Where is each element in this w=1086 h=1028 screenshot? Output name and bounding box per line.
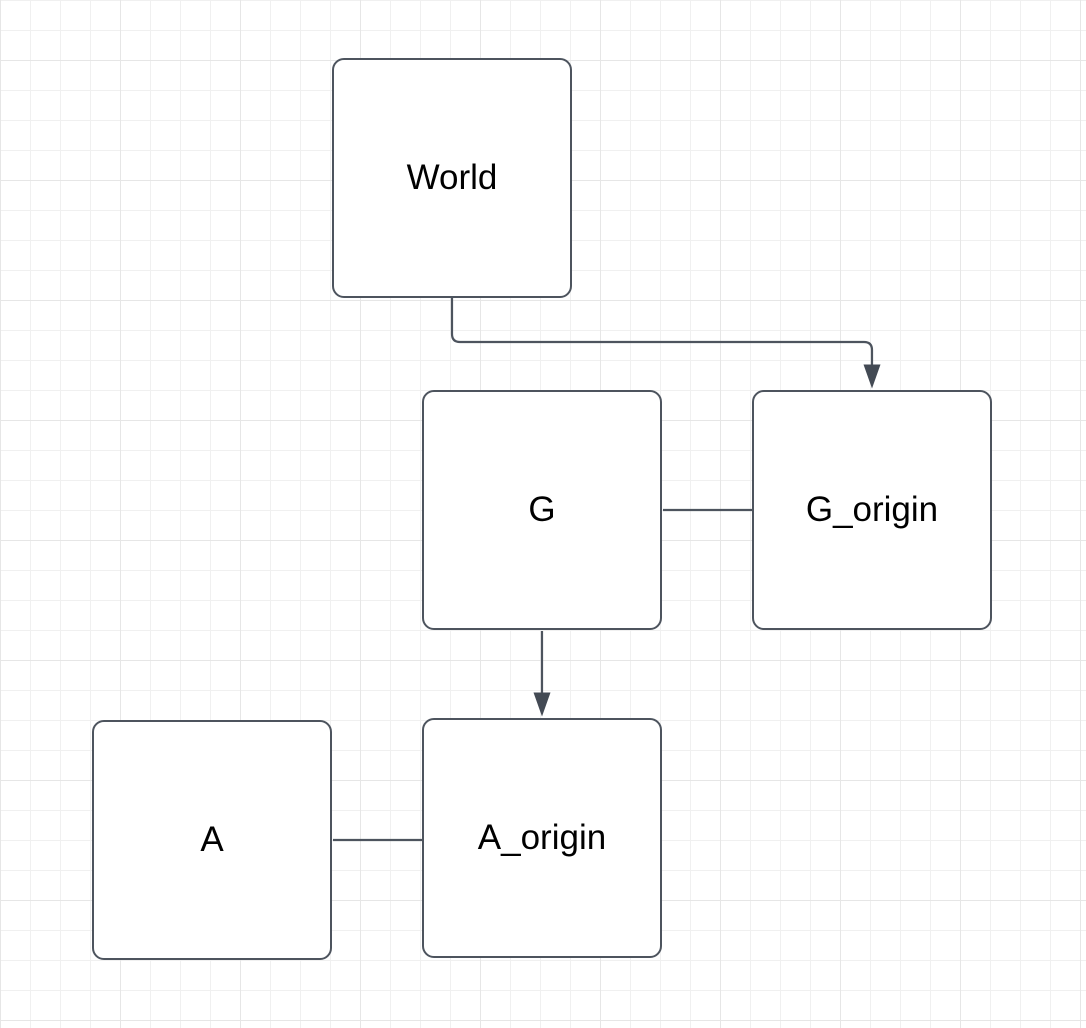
node-world[interactable]: World	[332, 58, 572, 298]
node-g[interactable]: G	[422, 390, 662, 630]
node-g-origin[interactable]: G_origin	[752, 390, 992, 630]
node-g-label: G	[528, 490, 556, 529]
edge-g-to-a-origin-arrowhead-icon	[533, 692, 551, 717]
node-a-label: A	[200, 820, 224, 859]
edge-world-to-g-origin-arrowhead-icon	[863, 364, 881, 389]
node-a[interactable]: A	[92, 720, 332, 960]
node-world-label: World	[406, 158, 498, 197]
node-a-origin-label: A_origin	[477, 818, 607, 857]
edge-world-to-g-origin[interactable]	[450, 298, 874, 365]
node-g-origin-label: G_origin	[805, 490, 939, 529]
node-a-origin[interactable]: A_origin	[422, 718, 662, 958]
